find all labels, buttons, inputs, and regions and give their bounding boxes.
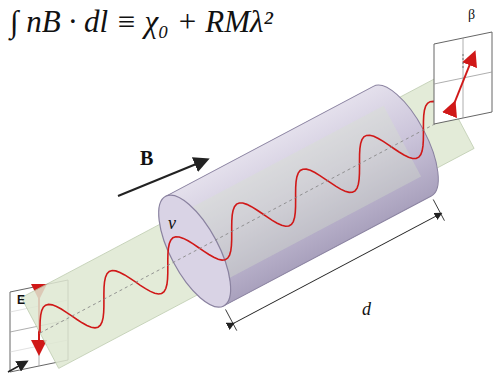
beam-axis-group	[11, 58, 497, 377]
output-plane	[434, 32, 492, 124]
electric-field-label: E	[17, 294, 25, 306]
field-arrow	[118, 160, 206, 196]
angle-label: β	[468, 8, 475, 22]
incoming-arrow	[8, 362, 26, 372]
frequency-label: ν	[168, 214, 176, 232]
rotation-measure-formula: ∫ nB · dl ≡ χ₀ + RMλ²	[10, 6, 273, 37]
field-label: B	[140, 148, 153, 168]
length-label: d	[362, 300, 371, 318]
